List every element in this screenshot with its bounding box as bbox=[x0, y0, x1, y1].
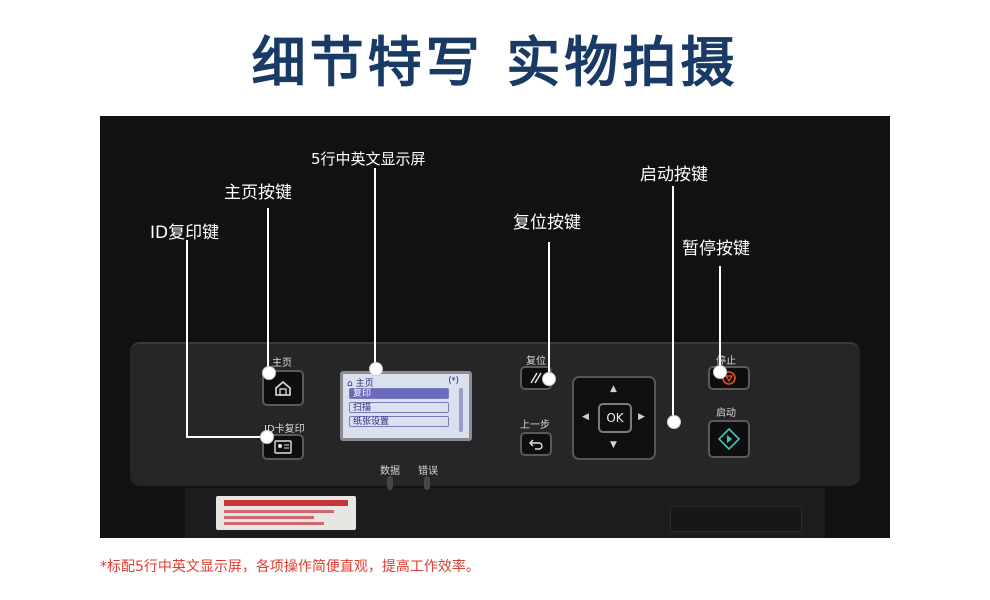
callout-home: 主页按键 bbox=[224, 183, 292, 203]
callout-dot-home bbox=[262, 366, 276, 380]
control-panel: 主页 ID卡复印 ⌂ 主页 (ᵠ) 复印 扫描 纸张设置 数据 错误 复位 bbox=[130, 342, 860, 490]
callout-display: 5行中英文显示屏 bbox=[311, 150, 426, 168]
start-button[interactable] bbox=[708, 420, 750, 458]
id-copy-label: ID卡复印 bbox=[264, 424, 305, 435]
footnote: *标配5行中英文显示屏，各项操作简便直观，提高工作效率。 bbox=[100, 559, 480, 575]
back-label: 上一步 bbox=[520, 420, 550, 431]
right-arrow-icon[interactable]: ▶ bbox=[638, 412, 645, 422]
callout-dot-id-copy bbox=[260, 430, 274, 444]
callout-id-copy: ID复印键 bbox=[150, 223, 220, 243]
reset-label: 复位 bbox=[526, 356, 546, 367]
callout-reset: 复位按键 bbox=[513, 213, 581, 233]
lcd-header-text: 主页 bbox=[355, 379, 374, 389]
ok-button[interactable]: OK bbox=[598, 403, 632, 433]
error-led bbox=[424, 476, 430, 490]
data-led-label: 数据 bbox=[380, 466, 400, 477]
sticker-line bbox=[224, 510, 334, 513]
callout-line-reset bbox=[548, 242, 550, 378]
callout-stop: 暂停按键 bbox=[682, 239, 750, 259]
data-led bbox=[387, 476, 393, 490]
sticker-line bbox=[224, 522, 324, 525]
callout-dot-stop bbox=[713, 365, 727, 379]
callout-line-home bbox=[267, 208, 269, 372]
reset-icon bbox=[529, 372, 543, 384]
callout-start: 启动按键 bbox=[640, 165, 708, 185]
page-title: 细节特写 实物拍摄 bbox=[251, 31, 739, 94]
lcd-home-header: ⌂ 主页 bbox=[347, 379, 374, 389]
stop-label: 停止 bbox=[716, 356, 736, 367]
printer-photo: 主页 ID卡复印 ⌂ 主页 (ᵠ) 复印 扫描 纸张设置 数据 错误 复位 bbox=[100, 116, 890, 538]
lcd-menu-item[interactable]: 扫描 bbox=[349, 402, 449, 413]
callout-line-start bbox=[672, 186, 674, 418]
start-icon bbox=[718, 428, 740, 450]
reset-button[interactable] bbox=[520, 366, 552, 390]
warning-sticker bbox=[216, 496, 356, 530]
signal-icon: (ᵠ) bbox=[448, 376, 459, 386]
back-arrow-icon bbox=[529, 438, 543, 450]
callout-line-display bbox=[374, 168, 376, 368]
lcd-scrollbar bbox=[459, 388, 463, 432]
start-label: 启动 bbox=[716, 408, 736, 419]
callout-line-id-copy-h bbox=[186, 436, 266, 438]
lcd-menu-item[interactable]: 复印 bbox=[349, 388, 449, 399]
home-label: 主页 bbox=[272, 358, 292, 369]
callout-dot-start bbox=[667, 415, 681, 429]
callout-line-stop bbox=[719, 266, 721, 370]
navigation-dpad: ▲ ▼ ◀ ▶ OK bbox=[572, 376, 656, 460]
error-led-label: 错误 bbox=[418, 466, 438, 477]
callout-line-id-copy bbox=[186, 240, 188, 436]
id-card-icon bbox=[274, 440, 292, 454]
lcd-menu-item[interactable]: 纸张设置 bbox=[349, 416, 449, 427]
back-button[interactable] bbox=[520, 432, 552, 456]
callout-dot-reset bbox=[542, 372, 556, 386]
lcd-display: ⌂ 主页 (ᵠ) 复印 扫描 纸张设置 bbox=[340, 371, 472, 441]
sticker-line bbox=[224, 516, 314, 519]
left-arrow-icon[interactable]: ◀ bbox=[582, 412, 589, 422]
printer-slot bbox=[670, 506, 802, 532]
down-arrow-icon[interactable]: ▼ bbox=[610, 440, 617, 450]
up-arrow-icon[interactable]: ▲ bbox=[610, 384, 617, 394]
home-icon bbox=[274, 379, 292, 397]
sticker-strip bbox=[224, 500, 348, 506]
callout-dot-display bbox=[369, 362, 383, 376]
